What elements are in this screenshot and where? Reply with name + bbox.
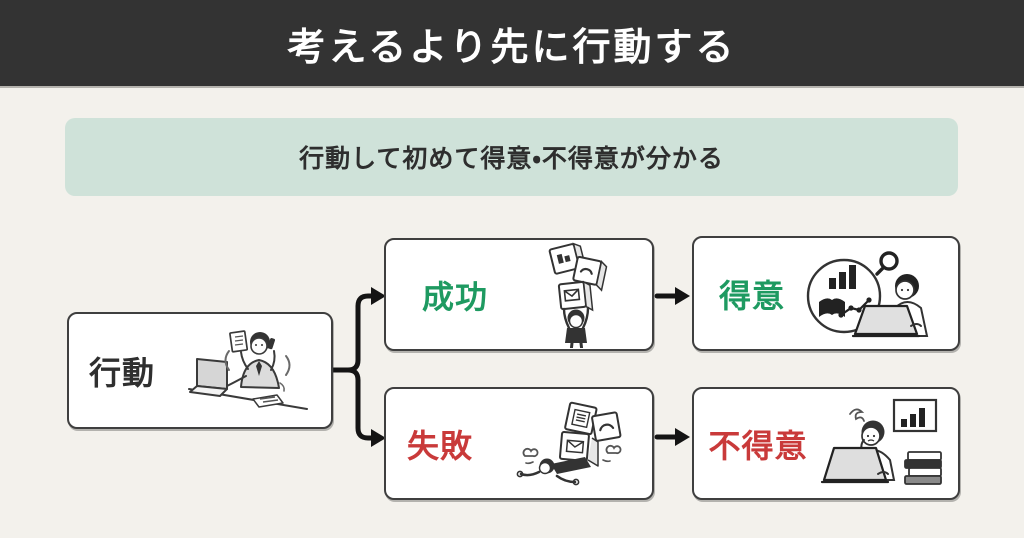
branch-up-line bbox=[345, 293, 375, 373]
branch-down-line bbox=[345, 367, 375, 441]
arrowhead bbox=[675, 287, 690, 305]
title-bar: 考えるより先に行動する bbox=[0, 0, 1024, 86]
arrowhead bbox=[675, 428, 690, 446]
busy-businessman-illustration bbox=[188, 330, 308, 410]
node-failure: 失敗 bbox=[384, 387, 654, 500]
subtitle-banner: 行動して初めて得意・不得意が分かる bbox=[65, 118, 958, 196]
node-success: 成功 bbox=[384, 238, 654, 351]
data-analysis-illustration bbox=[806, 251, 929, 338]
node-strength: 得意 bbox=[692, 236, 960, 351]
node-weakness-label: 不得意 bbox=[708, 426, 808, 465]
node-failure-label: 失敗 bbox=[406, 426, 473, 465]
stacking-blocks-illustration bbox=[548, 242, 608, 348]
subtitle-text: 行動して初めて得意・不得意が分かる bbox=[299, 144, 724, 173]
node-success-label: 成功 bbox=[421, 277, 488, 316]
crushed-by-blocks-illustration bbox=[516, 401, 622, 485]
node-action-label: 行動 bbox=[88, 353, 155, 392]
node-strength-label: 得意 bbox=[718, 276, 785, 315]
page-title: 考えるより先に行動する bbox=[287, 24, 737, 69]
node-action: 行動 bbox=[67, 312, 333, 429]
struggling-at-desk-illustration bbox=[820, 398, 942, 485]
node-weakness: 不得意 bbox=[692, 387, 960, 500]
